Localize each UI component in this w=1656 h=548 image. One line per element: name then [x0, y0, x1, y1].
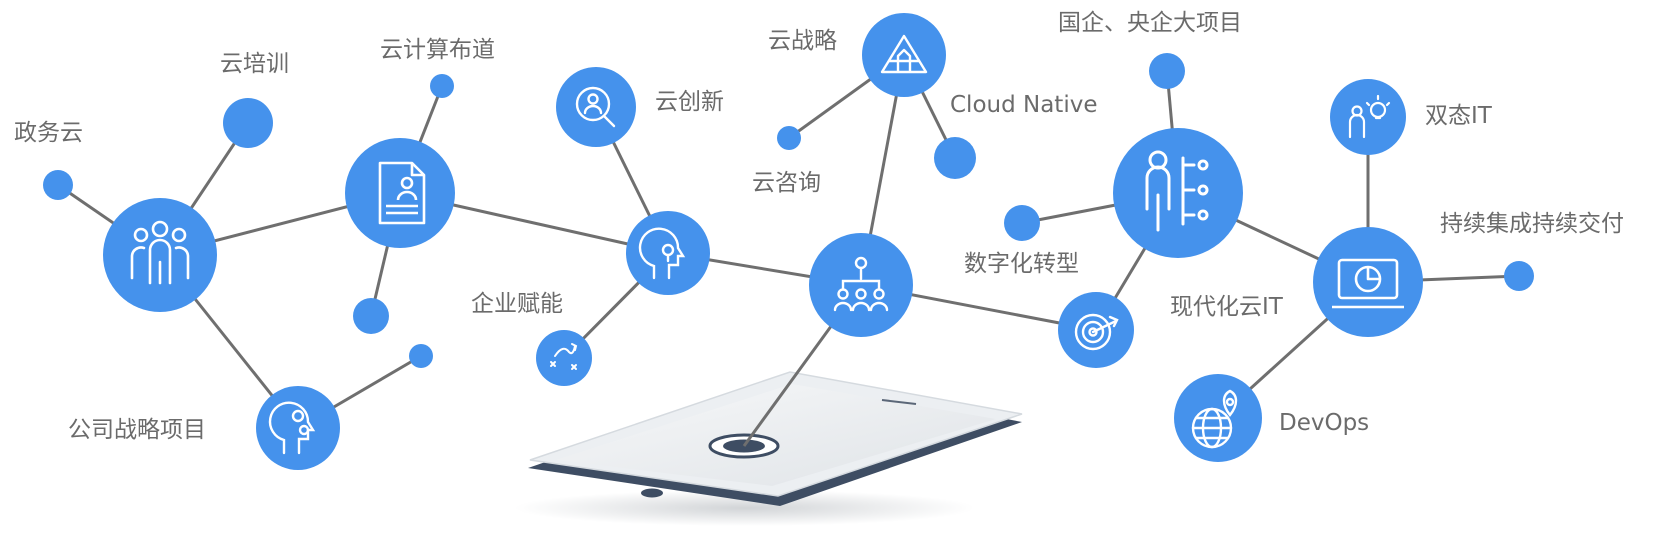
label-zhengwuyun: 政务云 [14, 120, 83, 146]
node-team[interactable] [103, 198, 217, 312]
node-globe[interactable] [1174, 374, 1262, 462]
globe-pin-icon [1191, 389, 1238, 449]
node-dot [1149, 53, 1185, 89]
hierarchy-icon [833, 256, 889, 312]
node-dot [934, 137, 976, 179]
node-document[interactable] [345, 138, 455, 248]
team-icon [130, 220, 190, 285]
brain-gears-icon [268, 401, 316, 455]
node-search[interactable] [556, 67, 636, 147]
label-chixu: 持续集成持续交付 [1440, 211, 1624, 237]
search-person-icon [575, 86, 616, 128]
tablet-home-button [641, 488, 663, 498]
node-person[interactable] [1113, 128, 1243, 258]
node-brain[interactable] [256, 386, 340, 470]
tablet-screen [556, 384, 996, 486]
label-yunchuangxin: 云创新 [655, 89, 724, 115]
node-dot [1504, 261, 1534, 291]
label-devops: DevOps [1279, 410, 1370, 436]
node-dot [43, 170, 73, 200]
node-dot [430, 74, 454, 98]
node-target[interactable] [1058, 292, 1134, 368]
monitor-chart-icon [1332, 258, 1404, 309]
node-idea[interactable] [626, 211, 710, 295]
label-yunzixun: 云咨询 [752, 170, 821, 196]
label-shuangtai: 双态IT [1425, 103, 1492, 129]
label-shuzihua: 数字化转型 [964, 251, 1079, 277]
label-guoqi: 国企、央企大项目 [1058, 10, 1242, 36]
label-qiye: 企业赋能 [471, 291, 563, 317]
node-dot [777, 126, 801, 150]
node-hierarchy[interactable] [809, 233, 913, 337]
label-xiandaihua: 现代化云IT [1170, 294, 1283, 320]
tablet [515, 371, 1023, 526]
label-cloudnative: Cloud Native [950, 92, 1098, 118]
person-bulb-icon [1348, 94, 1391, 139]
idea-head-icon [638, 227, 686, 280]
label-yunjisuan: 云计算布道 [380, 37, 495, 63]
person-list-icon [1145, 150, 1209, 232]
pyramid-icon [880, 34, 928, 74]
document-icon [378, 161, 426, 225]
target-icon [1074, 313, 1119, 351]
label-yunpeixun: 云培训 [220, 51, 289, 77]
node-bulb[interactable] [1330, 79, 1406, 155]
node-dot [353, 298, 389, 334]
label-gongsi: 公司战略项目 [68, 417, 206, 443]
node-dot [409, 344, 433, 368]
node-pyramid[interactable] [862, 13, 946, 97]
tablet-speaker [881, 399, 917, 405]
node-strategy[interactable] [536, 330, 592, 386]
strategy-icon [550, 343, 578, 370]
node-monitor[interactable] [1313, 227, 1423, 337]
node-dot [223, 98, 273, 148]
label-yunzhanlue: 云战略 [768, 28, 837, 54]
node-dot [1004, 205, 1040, 241]
dot-nodes [43, 53, 1534, 368]
